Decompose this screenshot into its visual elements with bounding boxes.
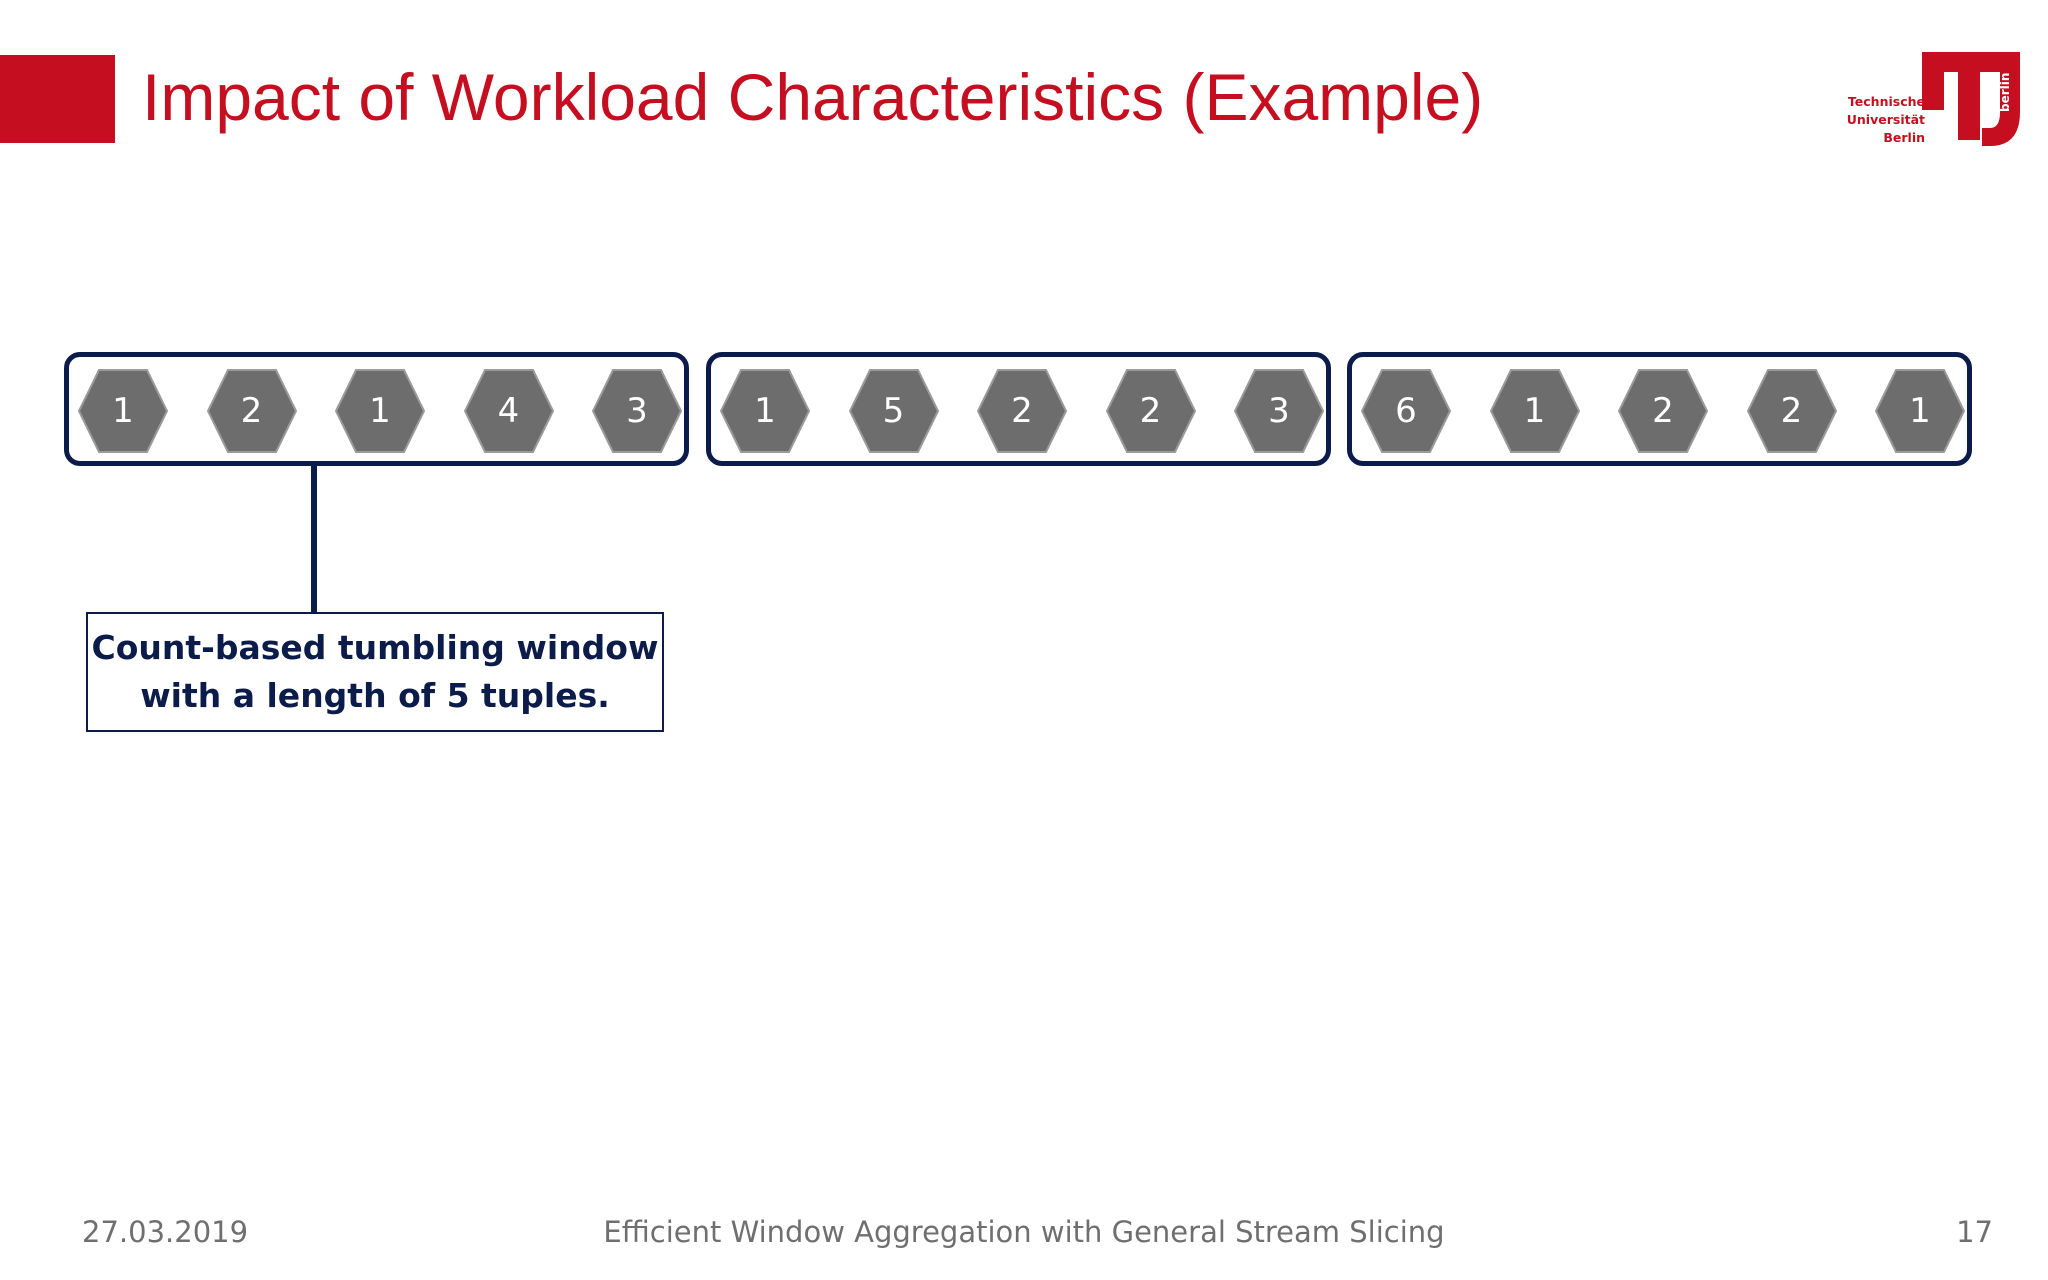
- footer-page-number: 17: [1956, 1215, 1993, 1249]
- tuple-hexagon: 4: [463, 368, 555, 454]
- header-accent-block: [0, 55, 115, 143]
- tuple-value: 1: [1523, 391, 1546, 431]
- tuple-hexagon: 2: [1617, 368, 1709, 454]
- tuple-hexagon: 3: [591, 368, 683, 454]
- tuple-value: 5: [882, 391, 905, 431]
- tuple-value: 2: [240, 391, 263, 431]
- tuple-hexagon: 1: [334, 368, 426, 454]
- tuple-hexagon: 2: [206, 368, 298, 454]
- hexagon-icon: [1746, 369, 1837, 453]
- tuple-hexagon: 3: [1233, 368, 1325, 454]
- tumbling-window: [706, 352, 1331, 466]
- hexagon-icon: [1233, 369, 1325, 453]
- hexagon-icon: [77, 369, 169, 453]
- callout-line2: with a length of 5 tuples.: [140, 676, 610, 715]
- tuple-hexagon: 2: [976, 368, 1068, 454]
- tuple-value: 2: [1011, 391, 1033, 431]
- hexagon-icon: [591, 369, 683, 453]
- tumbling-window: [1347, 352, 1972, 466]
- tuple-value: 2: [1652, 391, 1674, 431]
- tuple-hexagon: 1: [1489, 368, 1581, 454]
- tu-logo-icon: [1922, 52, 2020, 146]
- hexagon-icon: [334, 369, 426, 453]
- hexagon-icon: [976, 369, 1068, 453]
- hexagon-icon: [719, 369, 811, 453]
- tu-berlin-logo: Technische Universität Berlin berlin: [1840, 50, 2020, 150]
- logo-side-text: berlin: [1998, 72, 2012, 112]
- slide-title: Impact of Workload Characteristics (Exam…: [142, 60, 1484, 134]
- tuple-value: 1: [754, 391, 776, 431]
- tuple-value: 1: [369, 391, 391, 431]
- tuple-hexagon: 2: [1105, 368, 1197, 454]
- tuple-hexagon: 2: [1746, 368, 1838, 454]
- hexagon-icon: [848, 369, 939, 453]
- tuple-hexagon: 1: [719, 368, 811, 454]
- callout-connector: [311, 466, 317, 614]
- tuple-hexagon: 1: [77, 368, 169, 454]
- footer-date: 27.03.2019: [82, 1215, 249, 1249]
- hexagon-icon: [463, 369, 554, 453]
- tuple-value: 3: [626, 391, 648, 431]
- tuple-value: 1: [112, 391, 134, 431]
- tumbling-window: [64, 352, 689, 466]
- hexagon-icon: [206, 369, 297, 453]
- hexagon-icon: [1105, 369, 1196, 453]
- hexagon-icon: [1360, 369, 1452, 453]
- tuple-value: 3: [1268, 391, 1290, 431]
- tuple-hexagon: 5: [848, 368, 940, 454]
- hexagon-icon: [1874, 369, 1966, 453]
- footer-title: Efficient Window Aggregation with Genera…: [603, 1215, 1445, 1249]
- window-callout: Count-based tumbling window with a lengt…: [86, 612, 664, 732]
- logo-text-line1: Technische: [1847, 94, 1925, 109]
- tuple-hexagon: 1: [1874, 368, 1966, 454]
- tuple-value: 4: [497, 391, 520, 431]
- tuple-value: 6: [1395, 391, 1417, 431]
- logo-text-line3: Berlin: [1883, 130, 1925, 145]
- logo-text-line2: Universität: [1846, 112, 1925, 127]
- hexagon-icon: [1489, 369, 1580, 453]
- tuple-value: 1: [1909, 391, 1931, 431]
- hexagon-icon: [1617, 369, 1709, 453]
- tuple-value: 2: [1780, 391, 1803, 431]
- tuple-value: 2: [1139, 391, 1162, 431]
- callout-line1: Count-based tumbling window: [91, 628, 659, 667]
- tuple-hexagon: 6: [1360, 368, 1452, 454]
